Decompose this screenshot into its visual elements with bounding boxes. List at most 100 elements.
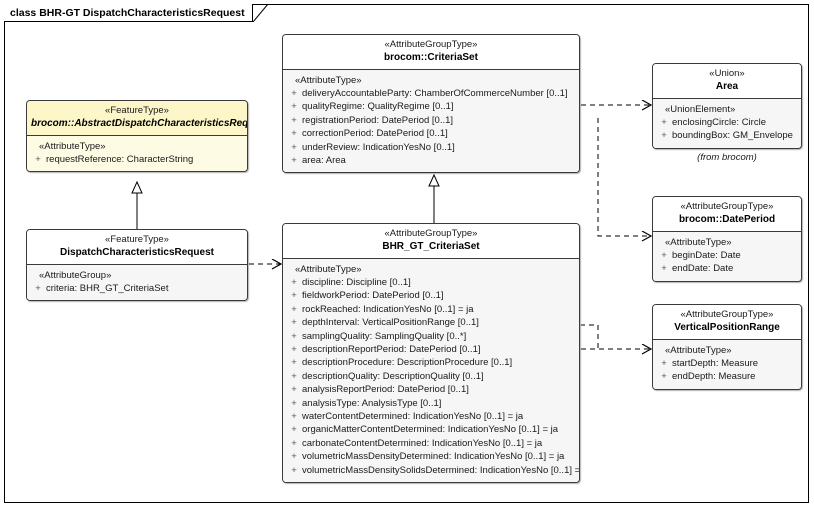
attribute-row: +volumetricMassDensityDetermined: Indica… <box>286 450 576 463</box>
attribute-visibility: + <box>291 155 297 167</box>
attribute-row: +underReview: IndicationYesNo [0..1] <box>286 141 576 154</box>
attribute-signature: descriptionQuality: DescriptionQuality [… <box>302 370 484 382</box>
class-header: «FeatureType» DispatchCharacteristicsReq… <box>27 230 247 265</box>
attribute-signature: qualityRegime: QualityRegime [0..1] <box>302 101 454 113</box>
attribute-visibility: + <box>35 283 41 294</box>
attribute-row: +registrationPeriod: DatePeriod [0..1] <box>286 114 576 127</box>
class-box-dispatch-characteristics-request[interactable]: «FeatureType» DispatchCharacteristicsReq… <box>26 229 248 302</box>
attribute-signature: depthInterval: VerticalPositionRange [0.… <box>302 317 479 329</box>
class-name: VerticalPositionRange <box>674 322 780 333</box>
attribute-signature: analysisType: AnalysisType [0..1] <box>302 397 442 409</box>
attribute-row: + depthInterval: VerticalPositionRange [0… <box>286 316 576 329</box>
attribute-row: +descriptionReportPeriod: DatePeriod [0.… <box>286 343 576 356</box>
attribute-list: +criteria: BHR_GT_CriteriaSet <box>30 282 244 295</box>
attribute-visibility: + <box>291 88 297 99</box>
attribute-signature: enclosingCircle: Circle <box>672 117 766 128</box>
attribute-visibility: + <box>291 411 297 423</box>
attribute-signature: area: Area <box>302 155 346 167</box>
attribute-list: + deliveryAccountableParty: ChamberOfComm… <box>286 87 576 167</box>
attribute-group-label: «AttributeType» <box>39 141 106 152</box>
attribute-signature: endDepth: Measure <box>672 371 756 383</box>
attribute-list: + enclosingCircle: Circle+boundingBox: GM… <box>656 116 798 143</box>
attribute-visibility: + <box>35 154 41 165</box>
attribute-visibility: + <box>291 464 297 476</box>
attribute-visibility: + <box>291 114 297 126</box>
attribute-signature: waterContentDetermined: IndicationYesNo … <box>302 411 524 423</box>
class-box-area[interactable]: «Union» Area «UnionElement» +enclosingCi… <box>652 63 802 149</box>
attribute-visibility: + <box>291 397 297 409</box>
attribute-row: + volumetricMassDensitySolidsDetermined: … <box>286 464 579 477</box>
class-header: «AttributeGroupType» brocom::DatePeriod <box>653 197 801 232</box>
attribute-row: + discipline: Discipline [0..1] <box>286 276 576 289</box>
class-body: «AttributeType» +startDepth: Measure+ end… <box>653 340 801 389</box>
attribute-signature: volumetricMassDensitySolidsDetermined: I… <box>302 464 580 476</box>
attribute-visibility: + <box>291 424 297 436</box>
class-stereotype: «AttributeGroupType» <box>680 309 774 320</box>
diagram-tab-slant-icon <box>253 4 269 22</box>
attribute-visibility: + <box>291 370 297 382</box>
attribute-signature: samplingQuality: SamplingQuality [0..*] <box>302 330 467 342</box>
class-header: «AttributeGroupType» brocom::CriteriaSet <box>283 35 579 70</box>
attribute-visibility: + <box>291 101 297 113</box>
attribute-visibility: + <box>291 330 297 342</box>
diagram-title-tab: class BHR-GT DispatchCharacteristicsRequ… <box>4 4 253 22</box>
attribute-row: +startDepth: Measure <box>656 357 798 370</box>
class-name: brocom::DatePeriod <box>678 214 776 225</box>
attribute-row: +endDate: Date <box>656 262 798 275</box>
attribute-signature: startDepth: Measure <box>672 358 759 369</box>
attribute-signature: analysisReportPeriod: DatePeriod [0..1] <box>302 384 469 396</box>
class-body: «UnionElement» + enclosingCircle: Circle+… <box>653 99 801 148</box>
attribute-signature: underReview: IndicationYesNo [0..1] <box>302 141 455 153</box>
attribute-group-label: «AttributeType» <box>295 75 362 86</box>
attribute-visibility: + <box>291 317 297 329</box>
class-name: Area <box>715 81 739 92</box>
attribute-row: + endDepth: Measure <box>656 370 798 383</box>
attribute-list: +beginDate: Date+endDate: Date <box>656 249 798 276</box>
class-stereotype: «AttributeGroupType» <box>680 201 774 212</box>
attribute-signature: deliveryAccountableParty: ChamberOfComme… <box>302 88 568 99</box>
attribute-visibility: + <box>291 344 297 356</box>
class-box-dateperiod[interactable]: «AttributeGroupType» brocom::DatePeriod … <box>652 196 802 282</box>
class-box-abstract-dispatch-characteristics-request[interactable]: «FeatureType» brocom::AbstractDispatchCh… <box>26 100 248 173</box>
class-header: «AttributeGroupType» VerticalPositionRan… <box>653 305 801 340</box>
class-stereotype: «AttributeGroupType» <box>384 228 478 239</box>
attribute-group-label: «AttributeGroup» <box>39 270 112 281</box>
attribute-row: + organicMatterContentDetermined: Indicat… <box>286 423 576 436</box>
attribute-row: + requestReference: CharacterString <box>30 153 244 166</box>
attribute-visibility: + <box>291 357 297 369</box>
attribute-signature: organicMatterContentDetermined: Indicati… <box>302 424 559 436</box>
attribute-visibility: + <box>291 128 297 140</box>
attribute-row: + deliveryAccountableParty: ChamberOfComm… <box>286 87 576 100</box>
attribute-group-label: «UnionElement» <box>665 104 736 115</box>
attribute-visibility: + <box>291 451 297 463</box>
package-origin-note: (from brocom) <box>697 152 757 163</box>
attribute-list: +startDepth: Measure+ endDepth: Measure <box>656 357 798 384</box>
attribute-row: +rockReached: IndicationYesNo [0..1] = j… <box>286 303 576 316</box>
attribute-list: + discipline: Discipline [0..1] + fieldwork… <box>286 276 579 477</box>
attribute-row: + analysisType: AnalysisType [0..1] <box>286 397 576 410</box>
class-box-criteriaset[interactable]: «AttributeGroupType» brocom::CriteriaSet… <box>282 34 580 174</box>
class-body: «AttributeType» + deliveryAccountablePart… <box>283 70 579 173</box>
attribute-visibility: + <box>661 117 667 128</box>
attribute-signature: endDate: Date <box>672 263 734 275</box>
attribute-signature: boundingBox: GM_Envelope <box>672 130 793 142</box>
class-name: brocom::CriteriaSet <box>384 52 478 63</box>
attribute-signature: fieldworkPeriod: DatePeriod [0..1] <box>302 290 444 302</box>
class-box-vertical-position-range[interactable]: «AttributeGroupType» VerticalPositionRan… <box>652 304 802 390</box>
class-box-bhr-gt-criteriaset[interactable]: «AttributeGroupType» BHR_GT_CriteriaSet … <box>282 223 580 484</box>
attribute-group-label: «AttributeType» <box>665 345 732 356</box>
attribute-visibility: + <box>291 277 297 288</box>
attribute-row: +boundingBox: GM_Envelope <box>656 129 798 142</box>
attribute-row: +carbonateContentDetermined: IndicationY… <box>286 437 576 450</box>
class-stereotype: «AttributeGroupType» <box>384 39 478 50</box>
attribute-visibility: + <box>661 371 667 383</box>
attribute-signature: carbonateContentDetermined: IndicationYe… <box>302 437 543 449</box>
attribute-row: + waterContentDetermined: IndicationYesNo… <box>286 410 576 423</box>
attribute-row: + area: Area <box>286 154 576 167</box>
attribute-signature: requestReference: CharacterString <box>46 154 194 165</box>
attribute-list: + requestReference: CharacterString <box>30 153 244 166</box>
attribute-signature: rockReached: IndicationYesNo [0..1] = ja <box>302 303 474 315</box>
class-header: «FeatureType» brocom::AbstractDispatchCh… <box>27 101 247 136</box>
attribute-signature: descriptionProcedure: DescriptionProcedu… <box>302 357 513 369</box>
attribute-signature: discipline: Discipline [0..1] <box>302 277 411 288</box>
